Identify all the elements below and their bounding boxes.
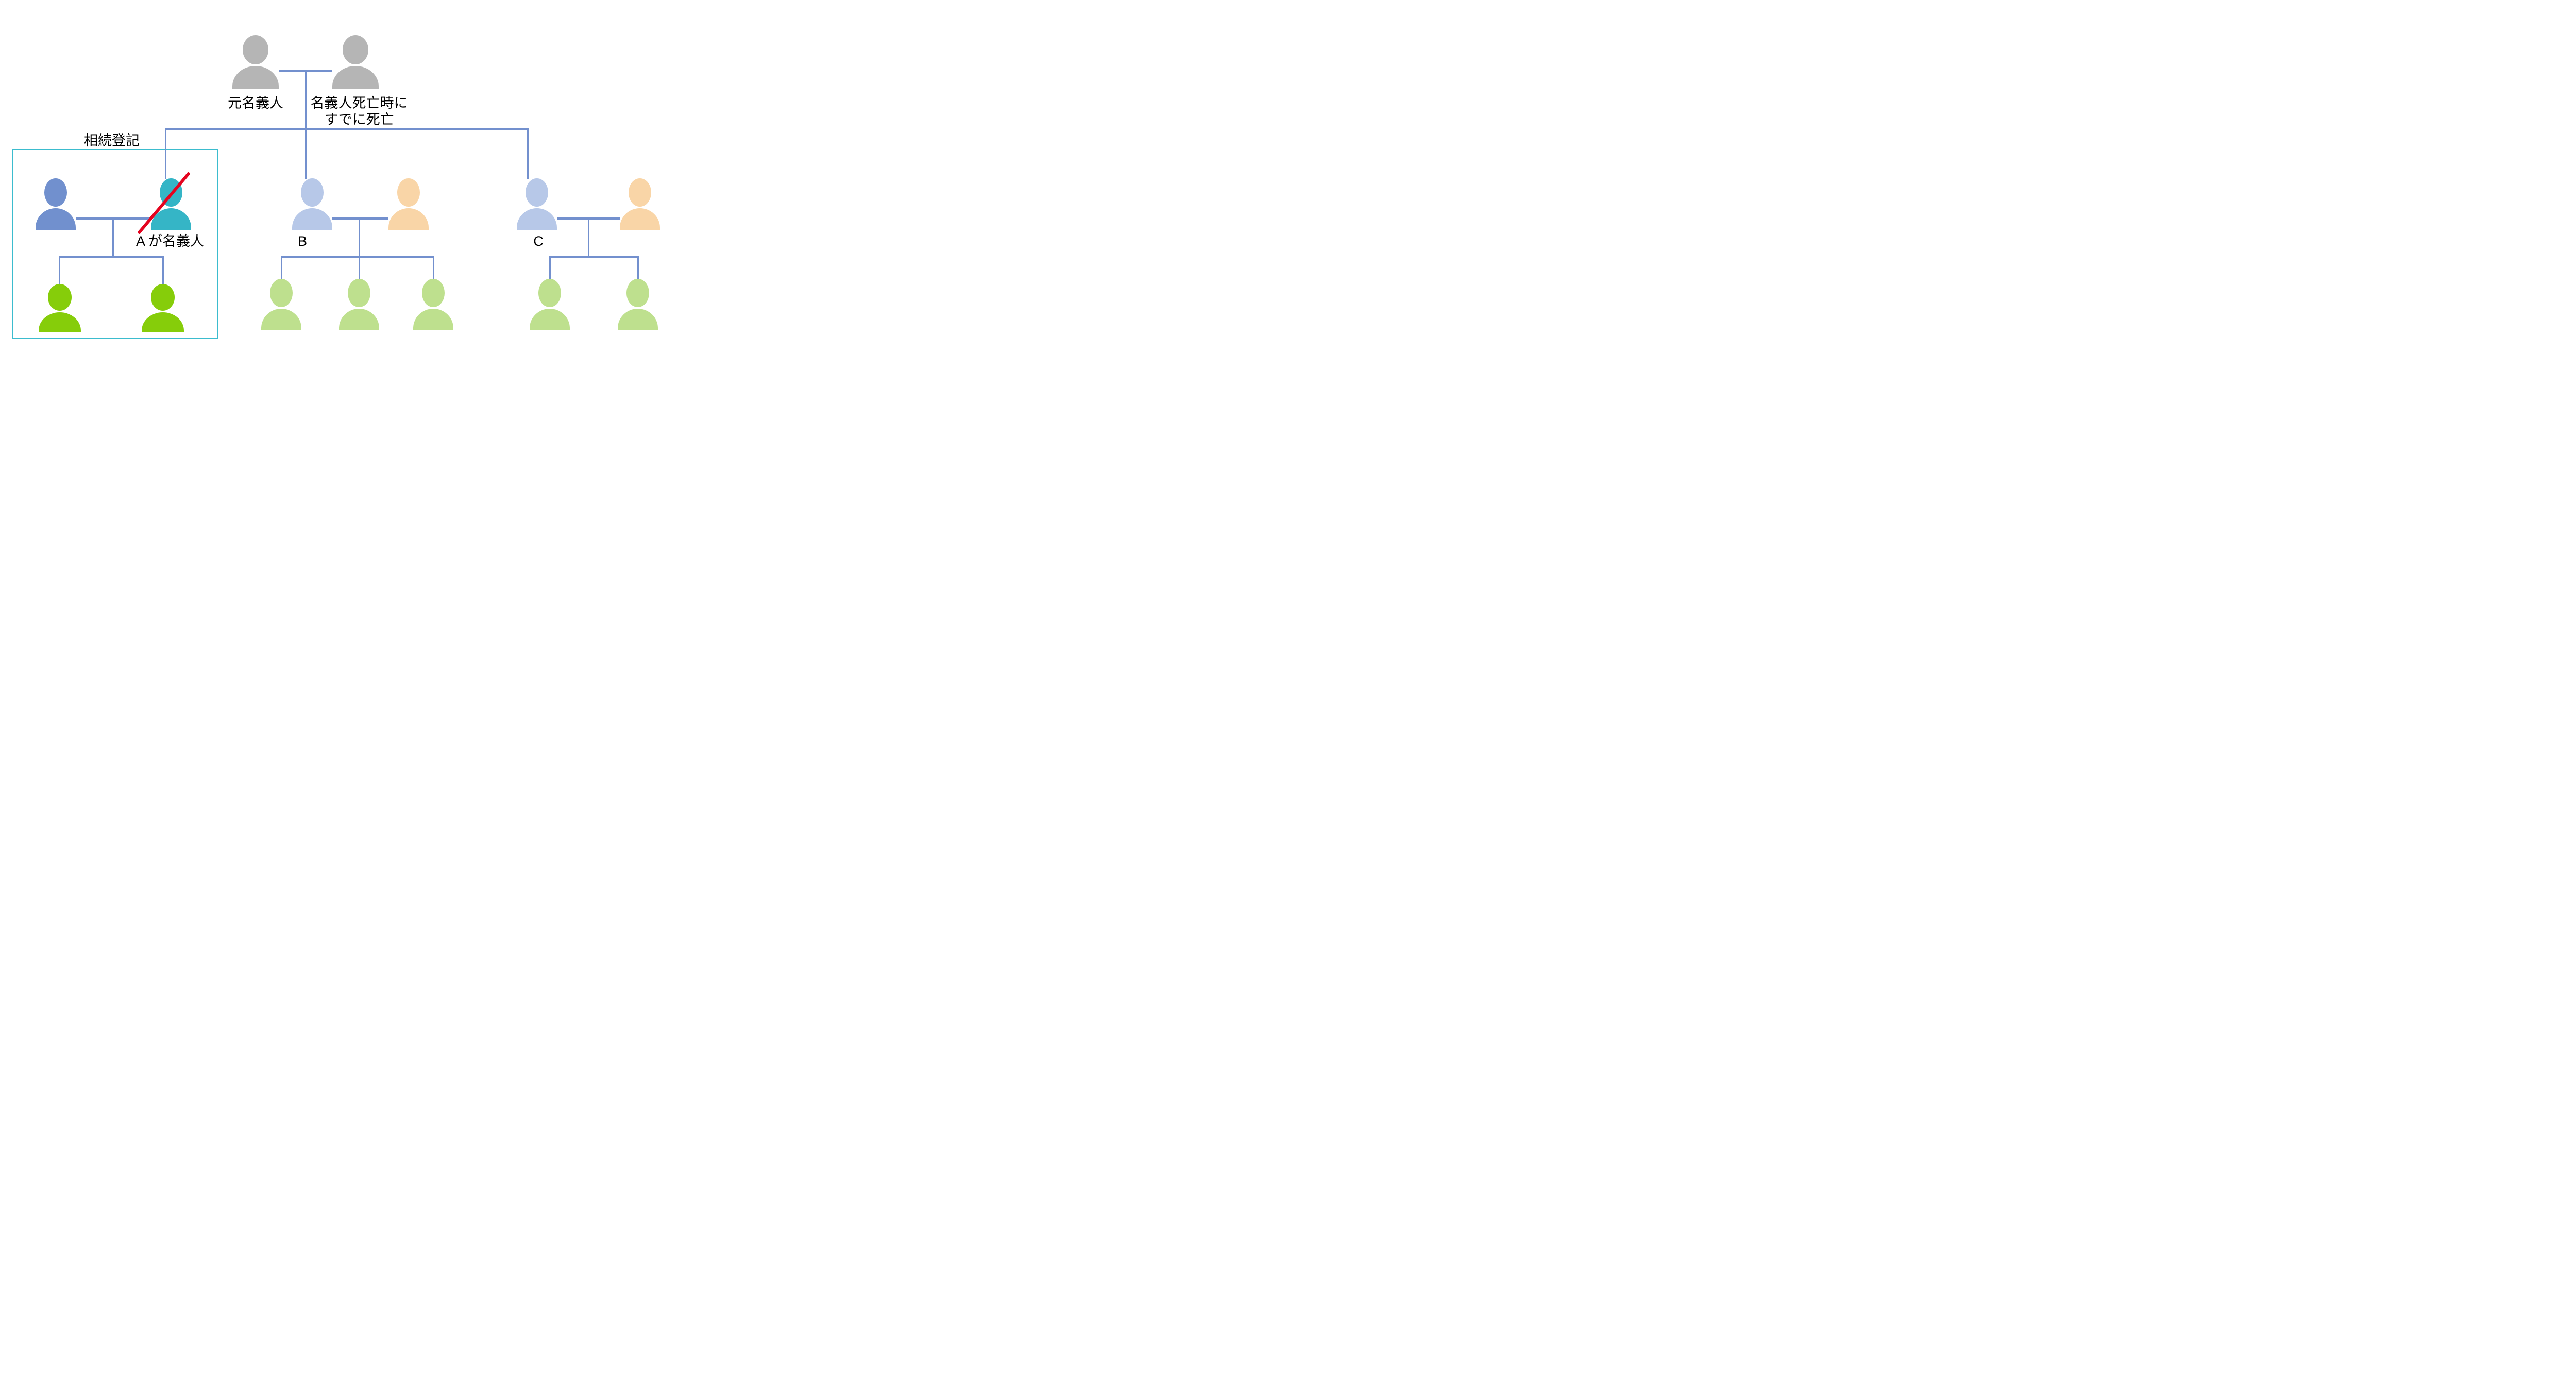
connector-line <box>112 218 114 258</box>
heir-b-label: B <box>297 233 308 249</box>
connector-line <box>549 256 639 258</box>
person-a-child-1 <box>39 284 81 332</box>
person-original-owner <box>232 35 279 89</box>
predeceased-spouse-label-line2: すでに死亡 <box>324 112 394 128</box>
person-head <box>348 279 370 307</box>
person-torso <box>618 309 658 330</box>
person-a-spouse <box>36 178 76 230</box>
person-head <box>342 35 369 65</box>
person-b-spouse <box>388 178 429 230</box>
person-head <box>538 279 561 307</box>
heir-c-label: C <box>533 233 544 249</box>
person-a-child-2 <box>142 284 184 332</box>
person-torso <box>517 208 557 230</box>
person-torso <box>142 312 184 332</box>
connector-line <box>305 71 307 130</box>
person-torso <box>232 66 279 89</box>
predeceased-spouse-label-line1: 名義人死亡時に <box>310 95 408 111</box>
person-a <box>151 178 191 230</box>
person-torso <box>388 208 429 230</box>
connector-line <box>637 257 639 279</box>
person-head <box>151 284 175 311</box>
person-torso <box>339 309 379 330</box>
inheritance-registration-box <box>12 149 218 339</box>
person-torso <box>39 312 81 332</box>
predeceased-spouse-label: 名義人死亡時にすでに死亡 <box>311 95 408 128</box>
person-c-child-2 <box>618 279 658 330</box>
connector-line <box>59 256 164 258</box>
person-head <box>301 178 324 207</box>
person-b-child-2 <box>339 279 379 330</box>
person-torso <box>292 208 332 230</box>
person-head <box>270 279 293 307</box>
connector-line <box>433 257 434 279</box>
family-tree-diagram: 元名義人 名義人死亡時にすでに死亡 相続登記 A が名義人 B C <box>0 0 692 348</box>
connector-line <box>165 128 166 179</box>
person-b-child-3 <box>413 279 453 330</box>
person-c-spouse <box>620 178 660 230</box>
connector-line <box>359 218 360 279</box>
connector-line <box>281 256 434 258</box>
person-torso <box>530 309 570 330</box>
person-head <box>629 178 651 207</box>
connector-line <box>588 218 589 258</box>
person-c-child-1 <box>530 279 570 330</box>
person-head <box>397 178 420 207</box>
person-torso <box>620 208 660 230</box>
connector-line <box>332 217 388 220</box>
person-head <box>48 284 72 311</box>
connector-line <box>527 128 529 179</box>
person-torso <box>261 309 301 330</box>
original-owner-label: 元名義人 <box>228 95 283 111</box>
person-head <box>422 279 445 307</box>
person-torso <box>413 309 453 330</box>
person-predeceased-spouse <box>332 35 379 89</box>
person-torso <box>36 208 76 230</box>
person-head <box>242 35 269 65</box>
person-torso <box>332 66 379 89</box>
person-b-child-1 <box>261 279 301 330</box>
person-head <box>44 178 67 207</box>
connector-line <box>162 257 164 284</box>
connector-line <box>165 128 529 130</box>
person-head <box>626 279 649 307</box>
person-b <box>292 178 332 230</box>
connector-line <box>549 257 551 279</box>
connector-line <box>59 257 60 284</box>
person-c <box>517 178 557 230</box>
connector-line <box>281 257 282 279</box>
heir-a-label: A が名義人 <box>135 233 205 249</box>
connector-line <box>305 128 307 179</box>
person-head <box>526 178 548 207</box>
registration-box-label: 相続登記 <box>84 133 140 148</box>
